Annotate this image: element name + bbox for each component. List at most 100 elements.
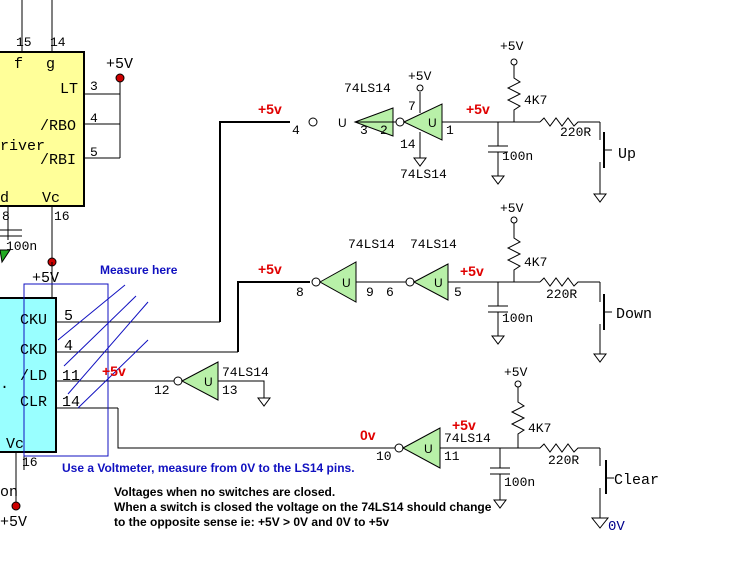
up-chain: +5v 4 U 74LS14 3 2 U +5V 7 14 74LS14 1 +…	[258, 39, 636, 203]
clear-switch-ground-icon	[590, 517, 610, 529]
decoder-label-rbo: /RBO	[40, 118, 76, 135]
down-gate-1-label: U	[342, 276, 351, 290]
up-gate-2-label: U	[428, 116, 437, 130]
measure-here-label: Measure here	[100, 263, 178, 277]
up-cap-ground-icon	[491, 175, 505, 185]
clear-pin-10: 10	[376, 449, 392, 464]
counter-chip: CKU CKD /LD CLR Vc . 5 4 11 14 16 on +5V	[0, 262, 238, 531]
ld-pin-13: 13	[222, 383, 238, 398]
down-supply: +5V	[500, 201, 524, 216]
down-series-label: 220R	[546, 287, 577, 302]
counter-pin-5: 5	[64, 308, 73, 325]
ld-gate-chip: 74LS14	[222, 365, 269, 380]
decoder-label-d: d	[0, 190, 9, 207]
down-chain: +5v 8 U 74LS14 9 6 U 74LS14 5 +5v +5V 4K…	[258, 201, 652, 363]
counter-pin-14: 14	[62, 394, 80, 411]
clear-gate	[401, 427, 441, 469]
down-pin-5: 5	[454, 285, 462, 300]
up-switch-ground-icon	[593, 193, 607, 203]
voltmeter-instruction: Use a Voltmeter, measure from 0V to the …	[62, 461, 355, 475]
decoder-pin-16: 16	[54, 209, 70, 224]
switch-clear-label: Clear	[614, 472, 659, 489]
down-series-resistor	[539, 277, 600, 287]
up-gate-2-ground-icon	[413, 157, 427, 167]
down-gate-1-chip: 74LS14	[348, 237, 395, 252]
wire-clear	[117, 408, 395, 449]
up-gate-1-chip: 74LS14	[344, 81, 391, 96]
up-gate-2-supply: +5V	[408, 69, 432, 84]
decoder-label-vc: Vc	[42, 190, 60, 207]
counter-pin-16: 16	[22, 455, 38, 470]
up-pin-3: 3	[360, 123, 368, 138]
notes: Voltages when no switches are closed. Wh…	[114, 485, 492, 529]
ground-arrow-icon	[0, 249, 11, 264]
ground-0v-label: 0V	[608, 519, 625, 535]
down-pullup-label: 4K7	[524, 255, 547, 270]
decoder-chip: 15 14 f g LT /RBO river /RBI d Vc 3 4 5 …	[0, 0, 133, 287]
clear-level-out: +5v	[452, 417, 476, 433]
down-gate-2-label: U	[434, 276, 443, 290]
decoder-label-rbi: /RBI	[40, 152, 76, 169]
down-pin-6: 6	[386, 285, 394, 300]
clear-cap-label: 100n	[504, 475, 535, 490]
clear-series-resistor	[539, 443, 600, 453]
counter-label-ld: /LD	[20, 368, 47, 385]
clear-gate-label: U	[424, 442, 433, 456]
decoder-label-f: f	[14, 56, 23, 73]
note-line-1: Voltages when no switches are closed.	[114, 485, 335, 499]
clear-chain: 0v 10 U 74LS14 11 +5v +5V 4K7 100n 220R …	[360, 365, 659, 535]
ld-gate-label: U	[204, 375, 213, 389]
up-pin-1: 1	[446, 123, 454, 138]
counter-bottom-supply-node	[11, 501, 21, 511]
down-switch-ground-icon	[593, 353, 607, 363]
up-level-in: +5v	[258, 101, 282, 117]
down-pullup-resistor	[506, 223, 522, 282]
down-cap-label: 100n	[502, 311, 533, 326]
up-series-label: 220R	[560, 125, 591, 140]
up-series-resistor	[539, 117, 600, 127]
down-gate-2	[412, 263, 449, 301]
up-cap-label: 100n	[502, 149, 533, 164]
note-line-2: When a switch is closed the voltage on t…	[114, 500, 492, 514]
ld-ground-icon	[257, 397, 271, 407]
clear-cap-ground-icon	[493, 499, 507, 509]
down-cap-ground-icon	[491, 335, 505, 345]
clear-pin-11: 11	[444, 449, 460, 464]
decoder-pin-3: 3	[90, 79, 98, 94]
up-pin-14: 14	[400, 137, 416, 152]
clear-pullup-label: 4K7	[528, 421, 551, 436]
counter-bottom-supply: +5V	[0, 514, 27, 531]
decoder-label-lt: LT	[60, 81, 78, 98]
clear-series-label: 220R	[548, 453, 579, 468]
switch-up-label: Up	[618, 146, 636, 163]
up-pin-4: 4	[292, 123, 300, 138]
counter-label-clr: CLR	[20, 394, 47, 411]
svg-text:.: .	[0, 376, 9, 393]
decoder-supply-label: +5V	[106, 56, 133, 73]
counter-pin-4: 4	[64, 338, 73, 355]
note-line-3: to the opposite sense ie: +5V > 0V and 0…	[114, 515, 389, 529]
decoder-pin-4: 4	[90, 111, 98, 126]
clear-gate-chip: 74LS14	[444, 431, 491, 446]
up-pin-2: 2	[380, 123, 388, 138]
wire-down	[237, 281, 310, 352]
decoder-cap-label: 100n	[6, 239, 37, 254]
decoder-pin-5: 5	[90, 145, 98, 160]
down-gate-2-chip: 74LS14	[410, 237, 457, 252]
ld-pin-12: 12	[154, 383, 170, 398]
up-pullup-resistor	[506, 65, 522, 122]
counter-label-ckd: CKD	[20, 342, 47, 359]
measure-box: Measure here Use a Voltmeter, measure fr…	[23, 263, 355, 475]
counter-pin-11: 11	[62, 368, 80, 385]
ld-chain: +5v 12 U 74LS14 13	[102, 361, 271, 407]
counter-label-cku: CKU	[20, 312, 47, 329]
up-pullup-label: 4K7	[524, 93, 547, 108]
decoder-partial-name: river	[0, 138, 45, 155]
down-level-out: +5v	[460, 263, 484, 279]
up-gate-1-label: U	[338, 116, 347, 130]
up-pin-7: 7	[408, 99, 416, 114]
up-level-out: +5v	[466, 101, 490, 117]
clear-level-in: 0v	[360, 427, 376, 443]
decoder-pin-8: 8	[2, 209, 10, 224]
